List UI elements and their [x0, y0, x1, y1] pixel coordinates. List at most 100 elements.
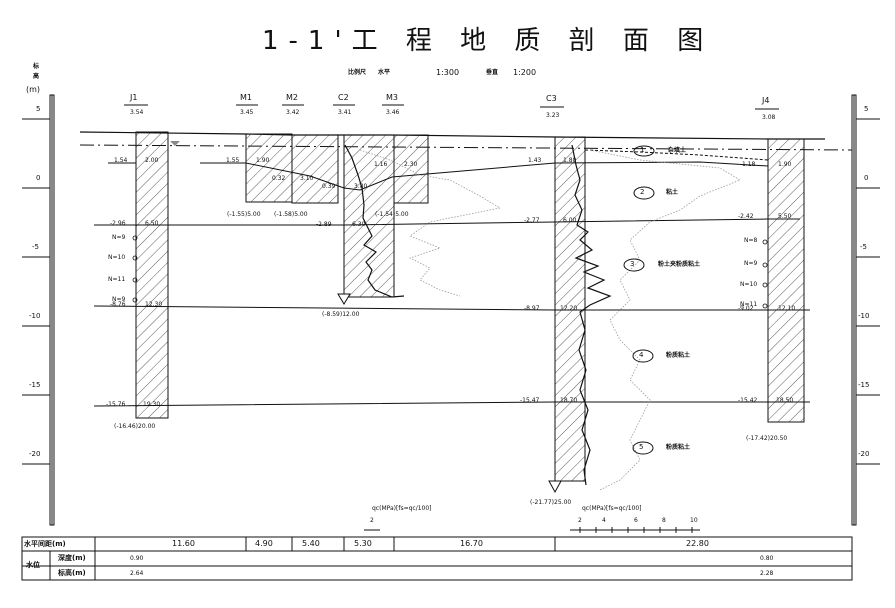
c3-qc-tick-10: 10: [690, 517, 698, 524]
qc-scales: [364, 527, 700, 533]
elevation-label: 标高(m): [58, 569, 86, 577]
j4-bottom: (-17.42)20.50: [746, 435, 788, 442]
axis-label-2: 高: [33, 73, 40, 80]
scale-vertical-value: 1:200: [513, 68, 537, 77]
distance-3: 5.40: [302, 539, 320, 548]
distance-1: 11.60: [172, 539, 195, 548]
c3-layer1-depth: 1.80: [563, 157, 577, 164]
layer-4-number: 4: [639, 351, 644, 359]
borehole-j1-id: J1: [130, 93, 138, 102]
c3-fs-curve: [589, 149, 741, 491]
tick-left-m20: -20: [29, 450, 41, 458]
tick-right-m10: -10: [858, 312, 870, 320]
layer-3-name: 粉土夹粉质粘土: [658, 261, 701, 268]
borehole-j1-elev: 3.54: [130, 109, 144, 116]
tick-right-m20: -20: [858, 450, 870, 458]
c3-bottom: (-21.77)25.00: [530, 499, 572, 506]
layer-5-name: 粉质粘土: [666, 444, 691, 451]
j4-layer4-elev: -15.42: [738, 397, 758, 404]
layer-1-number: 1: [640, 146, 645, 154]
c3-layer3-elev: -8.97: [524, 305, 540, 312]
borehole-m1-elev: 3.45: [240, 109, 254, 116]
axis-label-1: 标: [33, 63, 40, 70]
c2-qc-label: qc(MPa)[fs=qc/100]: [372, 505, 432, 512]
water-depth-right: 0.80: [760, 555, 774, 562]
m1-bottom: (-1.55)5.00: [227, 211, 261, 218]
borehole-c2-elev: 3.41: [338, 109, 352, 116]
j1-layer3-elev: -8.76: [110, 301, 126, 308]
tick-right-0: 0: [864, 174, 869, 182]
tick-left-m15: -15: [29, 381, 41, 389]
c3-layer4-elev: -15.47: [520, 397, 540, 404]
borehole-m3-id: M3: [386, 93, 398, 102]
j1-layer4-elev: -15.76: [106, 401, 126, 408]
j1-layer3-depth: 12.30: [145, 301, 163, 308]
depth-label: 深度(m): [58, 554, 86, 562]
c3-qc-tick-6: 6: [634, 517, 638, 524]
water-elev-right: 2.28: [760, 570, 774, 577]
c3-qc-curve: [571, 144, 612, 486]
j4-column: [767, 138, 805, 423]
c3-qc-label: qc(MPa)[fs=qc/100]: [582, 505, 642, 512]
scale-vertical-label: 垂直: [486, 69, 499, 76]
m3-elev: 1.16: [374, 161, 388, 168]
borehole-c3-elev: 3.23: [546, 112, 560, 119]
borehole-j4-elev: 3.08: [762, 114, 776, 121]
tick-left-m5: -5: [32, 243, 39, 251]
page-title: 1-1'工 程 地 质 剖 面 图: [262, 26, 714, 56]
j1-n3: N=11: [108, 276, 126, 283]
borehole-headers: [124, 104, 779, 110]
j1-n1: N=9: [112, 234, 126, 241]
c2-elev-b: -2.89: [316, 221, 332, 228]
c3-layer3-depth: 12.20: [560, 305, 578, 312]
c3-layer1-elev: 1.43: [528, 157, 542, 164]
tick-left-0: 0: [36, 174, 41, 182]
spt-markers: [132, 235, 768, 309]
tick-right-m15: -15: [858, 381, 870, 389]
scale-label: 比例尺: [348, 69, 367, 76]
c3-layer2-depth: 6.00: [563, 217, 577, 224]
ground-surface: [79, 131, 825, 140]
j4-layer4-depth: 18.50: [776, 397, 794, 404]
elevation-ticks: [22, 118, 880, 465]
water-table-line: [79, 144, 853, 151]
axis-unit: (m): [26, 85, 41, 94]
j1-n4: N=9: [112, 296, 126, 303]
layer-ellipses: [623, 145, 655, 455]
borehole-m2-elev: 3.42: [286, 109, 300, 116]
j4-layer2-depth: 5.50: [778, 213, 792, 220]
c2-elev-a: 0.39: [322, 183, 336, 190]
c2-fs-curve: [359, 149, 502, 297]
m2-depth: 3.10: [300, 175, 314, 182]
borehole-m3-elev: 3.46: [386, 109, 400, 116]
layer-1-name: 杂填土: [668, 147, 687, 154]
m2-column: [291, 134, 339, 204]
j1-layer4-depth: 19.30: [143, 401, 161, 408]
layer-2-number: 2: [640, 188, 645, 196]
borehole-m2-id: M2: [286, 93, 298, 102]
c3-qc-tick-2: 2: [578, 517, 582, 524]
m3-bottom: (-1.54)5.00: [375, 211, 409, 218]
water-depth-left: 0.90: [130, 555, 144, 562]
c3-column: [554, 136, 586, 482]
c2-qc-curve: [344, 144, 405, 298]
j4-n1: N=8: [744, 237, 758, 244]
j4-layer1-elev: 1.18: [742, 161, 756, 168]
c3-layer4-depth: 18.70: [560, 397, 578, 404]
j1-n2: N=10: [108, 254, 126, 261]
layer-2-name: 粘土: [666, 189, 679, 196]
m2-bottom: (-1.58)5.00: [274, 211, 308, 218]
c2-column: [343, 134, 395, 298]
c3-bottom-arrow: [548, 480, 562, 494]
distance-6: 22.80: [686, 539, 709, 548]
scale-horizontal-label: 水平: [378, 69, 391, 76]
distance-2: 4.90: [255, 539, 273, 548]
left-ruler: [49, 94, 55, 526]
m1-depth: 1.90: [256, 157, 270, 164]
water-elev-left: 2.64: [130, 570, 144, 577]
c3-qc-tick-8: 8: [662, 517, 666, 524]
j4-layer3-elev: -9.02: [738, 305, 754, 312]
water-label: 水位: [26, 561, 40, 569]
